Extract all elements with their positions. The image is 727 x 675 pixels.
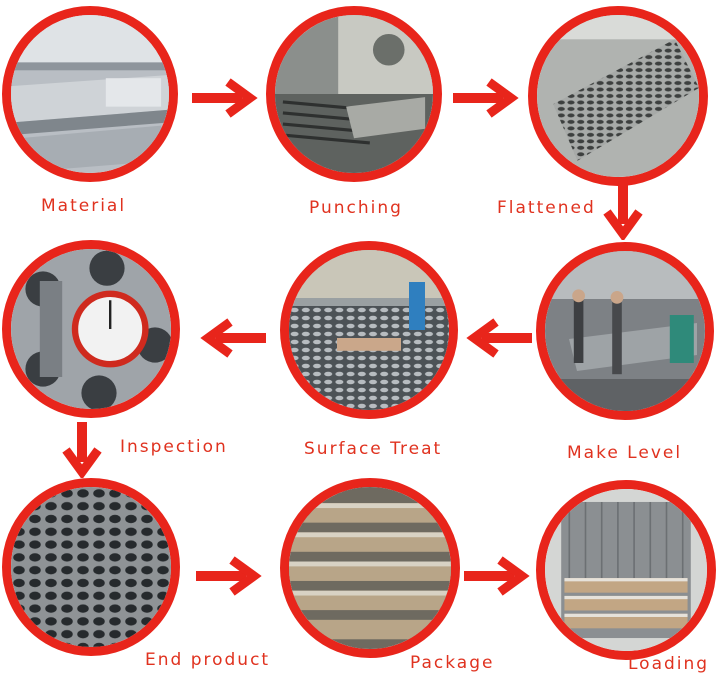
step-package-label: Package xyxy=(410,653,495,673)
arrow-endproduct-to-package xyxy=(196,556,266,596)
arrow-flattened-to-makelevel xyxy=(603,184,643,240)
arrow-package-to-loading xyxy=(464,556,534,596)
step-package-photo xyxy=(280,478,460,658)
step-makelevel-label: Make Level xyxy=(567,443,683,463)
step-loading-photo xyxy=(536,480,716,660)
step-endproduct-photo xyxy=(2,478,180,656)
step-material-photo xyxy=(2,6,178,182)
arrow-inspection-to-endproduct xyxy=(62,422,102,478)
step-surfacetreat-label: Surface Treat xyxy=(304,439,443,459)
arrow-punching-to-flattened xyxy=(453,78,523,118)
step-material-label: Material xyxy=(41,196,127,216)
step-loading-label: Loading xyxy=(628,654,710,674)
step-punching-label: Punching xyxy=(309,198,403,218)
arrow-surfacetreat-to-inspection xyxy=(196,318,266,358)
arrow-material-to-punching xyxy=(192,78,262,118)
step-punching-photo xyxy=(266,6,442,182)
step-flattened-photo xyxy=(528,6,708,186)
step-inspection-photo xyxy=(2,240,180,418)
step-surfacetreat-photo xyxy=(280,241,458,419)
step-makelevel-photo xyxy=(536,242,714,420)
arrow-makelevel-to-surfacetreat xyxy=(462,318,532,358)
step-endproduct-label: End product xyxy=(145,650,271,670)
step-flattened-label: Flattened xyxy=(497,198,596,218)
step-inspection-label: Inspection xyxy=(120,437,228,457)
